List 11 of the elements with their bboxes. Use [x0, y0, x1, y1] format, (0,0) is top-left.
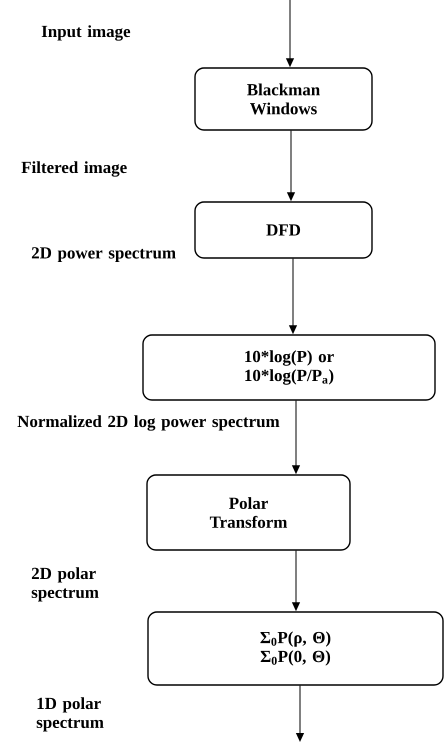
process-box: Blackman Windows [194, 67, 373, 131]
process-box: 10*log(P) or 10*log(P/P$_{a}$) [142, 334, 436, 401]
label: Normalized 2D log power spectrum [18, 415, 280, 431]
process-box: Σ$_{0}$P(ρ, Θ) Σ$_{0}$P(0, Θ) [147, 611, 444, 686]
process-box: Polar Transform [146, 474, 351, 551]
label: 2D power spectrum [32, 247, 176, 262]
label: Input image [42, 25, 130, 41]
process-box: DFD [194, 201, 373, 259]
label: Filtered image [22, 161, 127, 177]
label: 1D polar spectrum [36, 697, 104, 732]
label: 2D polar spectrum [32, 567, 99, 602]
